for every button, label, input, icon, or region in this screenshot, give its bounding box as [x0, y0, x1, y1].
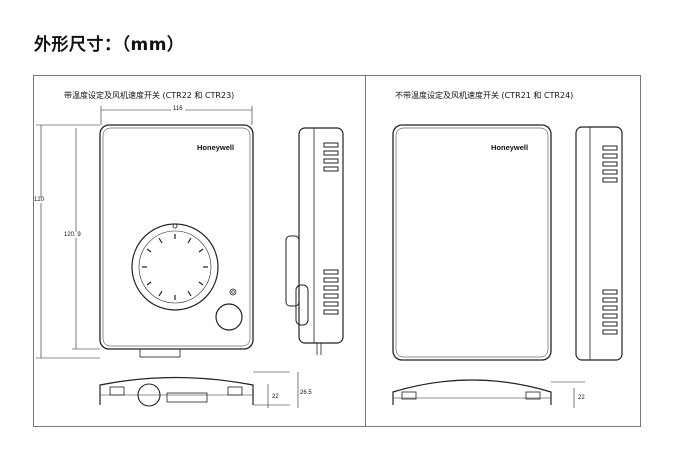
left-side-view: [285, 127, 344, 355]
right-side-vents: [602, 145, 618, 335]
dim-depth-label: 22: [578, 395, 585, 401]
honeywell-logo: Honeywell: [197, 143, 235, 152]
dim-depth-knob-label: 26.5: [300, 390, 312, 396]
left-bottom-view: [99, 371, 299, 408]
right-front-view: [392, 124, 552, 361]
right-panel-caption: 不带温度设定及风机速度开关 (CTR21 和 CTR24): [395, 91, 574, 100]
dim-height-inner-label: 120. 9: [64, 232, 81, 238]
page-title: 外形尺寸：（mm）: [34, 35, 185, 55]
drawing-frame: [33, 75, 641, 427]
right-bottom-view: [392, 379, 585, 408]
panel-divider: [365, 75, 366, 427]
left-panel-caption: 带温度设定及风机速度开关 (CTR22 和 CTR23): [64, 91, 235, 100]
dim-depth-label: 22: [272, 394, 279, 400]
right-side-view: [575, 126, 623, 361]
dim-height-outer-label: 120: [34, 197, 45, 203]
honeywell-logo: Honeywell: [491, 143, 529, 152]
dim-width-label: 116: [171, 106, 185, 112]
left-side-vents: [323, 142, 339, 315]
